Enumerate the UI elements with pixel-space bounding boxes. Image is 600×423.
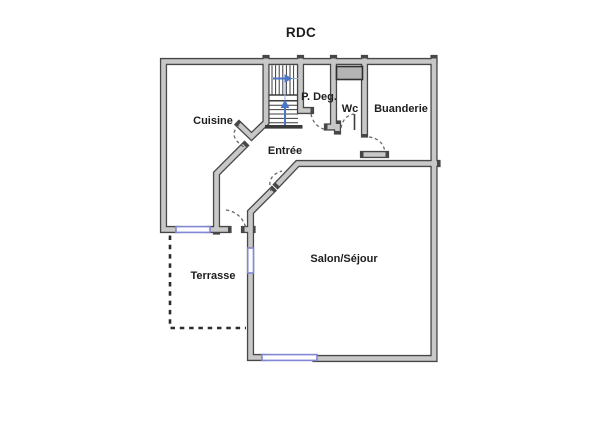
window-cuisine bbox=[175, 225, 211, 234]
door-arc-entrance bbox=[225, 209, 247, 229]
duct-block bbox=[335, 65, 364, 81]
room-label-wc: Wc bbox=[342, 103, 359, 115]
stairs-up-arrow-icon bbox=[273, 74, 298, 125]
windows bbox=[175, 225, 318, 362]
door-arc-salon bbox=[269, 170, 283, 192]
room-label-pdeg: P. Deg. bbox=[301, 91, 337, 103]
window-salon-bottom bbox=[261, 353, 318, 362]
door-arc-pdeg bbox=[310, 113, 329, 131]
door-arc-buanderie bbox=[368, 136, 386, 153]
walls-fill bbox=[161, 58, 437, 361]
door-arcs bbox=[225, 113, 386, 229]
window-salon-left bbox=[246, 247, 255, 274]
door-arc-cuisine bbox=[233, 124, 245, 148]
room-label-buanderie: Buanderie bbox=[374, 103, 428, 115]
room-label-terrasse: Terrasse bbox=[190, 270, 235, 282]
page-title: RDC bbox=[286, 25, 316, 40]
room-label-cuisine: Cuisine bbox=[193, 115, 233, 127]
room-label-salon: Salon/Séjour bbox=[310, 253, 378, 265]
terrace-boundary bbox=[168, 235, 246, 330]
stairs bbox=[265, 65, 303, 129]
door-arc-wc bbox=[340, 113, 355, 129]
room-label-entree: Entrée bbox=[268, 145, 302, 157]
